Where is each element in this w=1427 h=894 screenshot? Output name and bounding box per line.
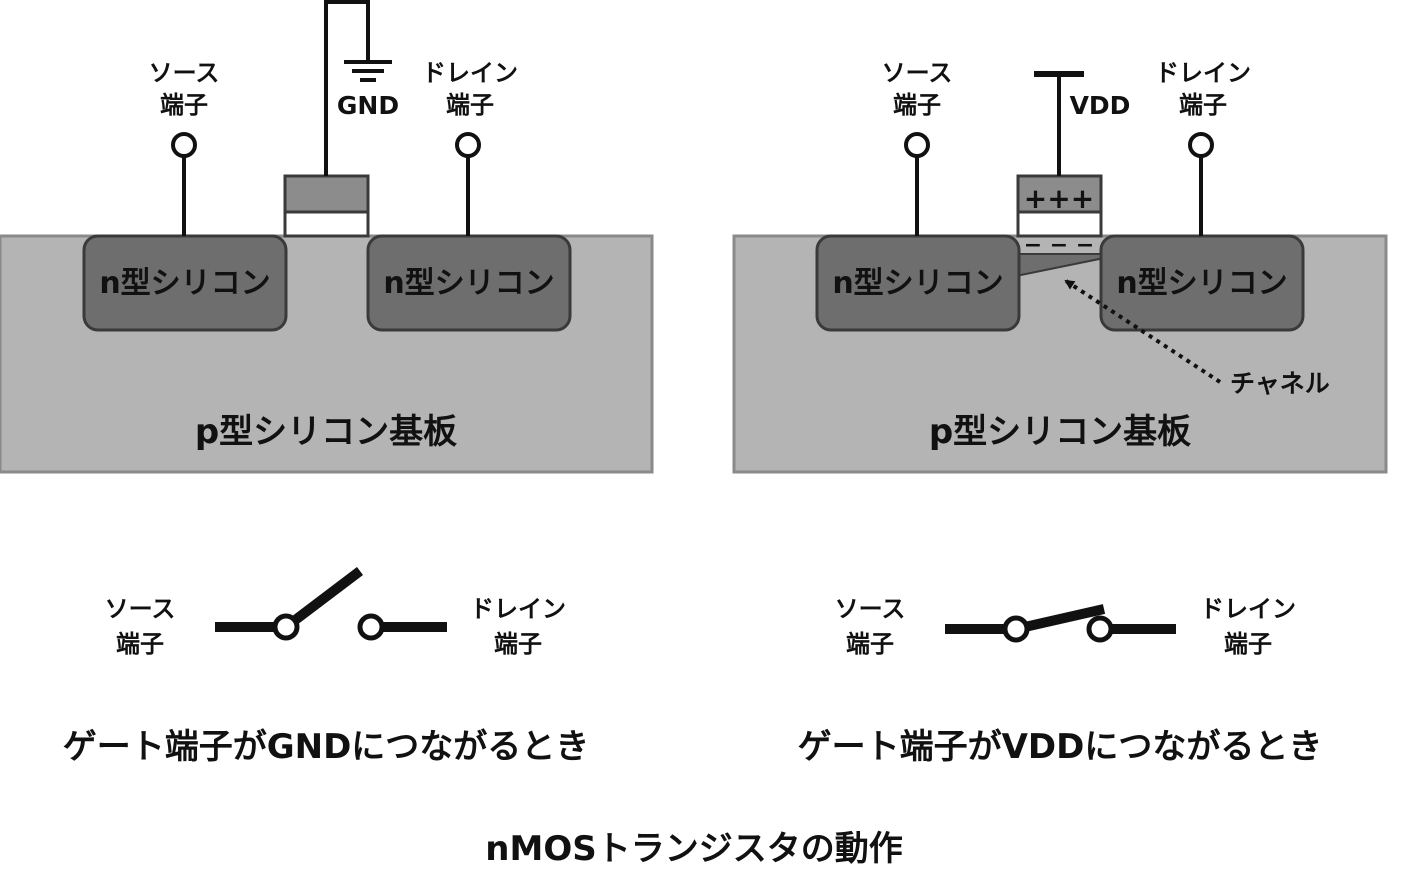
- right-gate-oxide: [1016, 209, 1103, 238]
- left-source-label-line2: 端子: [160, 91, 208, 119]
- left-drain-label-line1: ドレイン: [422, 59, 518, 87]
- right-channel-charge: − − −: [1024, 233, 1095, 258]
- left-switch-source-line1: ソース: [105, 595, 176, 623]
- right-drain-label-line1: ドレイン: [1155, 59, 1251, 87]
- left-gate-oxide: [283, 209, 370, 238]
- ground-icon: [344, 60, 392, 82]
- left-source-label-line1: ソース: [149, 59, 220, 87]
- right-switch: ソース 端子 ドレイン 端子: [835, 595, 1296, 658]
- right-switch-source-line2: 端子: [846, 630, 894, 658]
- right-gate-charge: +++: [1024, 182, 1094, 215]
- left-switch-contact-icon: [357, 613, 385, 641]
- channel-label: チャネル: [1230, 369, 1330, 398]
- left-switch-source-line2: 端子: [116, 630, 164, 658]
- right-gate-supply-label: VDD: [1070, 91, 1131, 120]
- right-source-label-line2: 端子: [893, 91, 941, 119]
- left-n-region-source-label: n型シリコン: [99, 266, 270, 301]
- right-gate-electrode: [1016, 174, 1103, 214]
- right-drain-terminal-icon: [1188, 132, 1214, 158]
- left-drain-terminal-icon: [455, 132, 481, 158]
- right-switch-blade-closed: [1014, 604, 1106, 634]
- left-caption: ゲート端子がGNDにつながるとき: [63, 727, 590, 767]
- left-gate-wire: [324, 0, 370, 176]
- right-switch-source-line1: ソース: [835, 595, 906, 623]
- right-n-region-source-label: n型シリコン: [832, 266, 1003, 301]
- right-caption: ゲート端子がVDDにつながるとき: [798, 727, 1323, 767]
- left-substrate-label: p型シリコン基板: [195, 412, 457, 452]
- right-switch-drain-line2: 端子: [1224, 630, 1272, 658]
- left-gate-electrode: [283, 174, 370, 214]
- left-drain-label-line2: 端子: [446, 91, 494, 119]
- left-source-terminal-icon: [171, 132, 197, 158]
- left-cross-section: n型シリコン n型シリコン p型シリコン基板 GND ソース 端子 ドレイン 端…: [0, 0, 654, 474]
- right-drain-label-line2: 端子: [1179, 91, 1227, 119]
- right-switch-contact-icon: [1086, 615, 1114, 643]
- diagram-title: nMOSトランジスタの動作: [485, 829, 902, 869]
- right-source-label-line1: ソース: [882, 59, 953, 87]
- right-source-terminal-icon: [904, 132, 930, 158]
- right-substrate-label: p型シリコン基板: [929, 412, 1191, 452]
- right-cross-section: n型シリコン n型シリコン p型シリコン基板 +++ − − − VDD ソース…: [732, 59, 1388, 474]
- right-n-region-drain-label: n型シリコン: [1116, 266, 1287, 301]
- right-switch-drain-line1: ドレイン: [1200, 595, 1296, 623]
- right-switch-pivot-icon: [1002, 615, 1030, 643]
- left-switch-drain-line1: ドレイン: [470, 595, 566, 623]
- left-n-region-drain-label: n型シリコン: [383, 266, 554, 301]
- left-switch-drain-line2: 端子: [494, 630, 542, 658]
- left-switch: ソース 端子 ドレイン 端子: [105, 567, 566, 658]
- left-switch-blade-open: [282, 567, 364, 631]
- channel-pointer-arrow: [1064, 279, 1222, 384]
- left-gate-supply-label: GND: [337, 91, 399, 120]
- left-switch-pivot-icon: [272, 613, 300, 641]
